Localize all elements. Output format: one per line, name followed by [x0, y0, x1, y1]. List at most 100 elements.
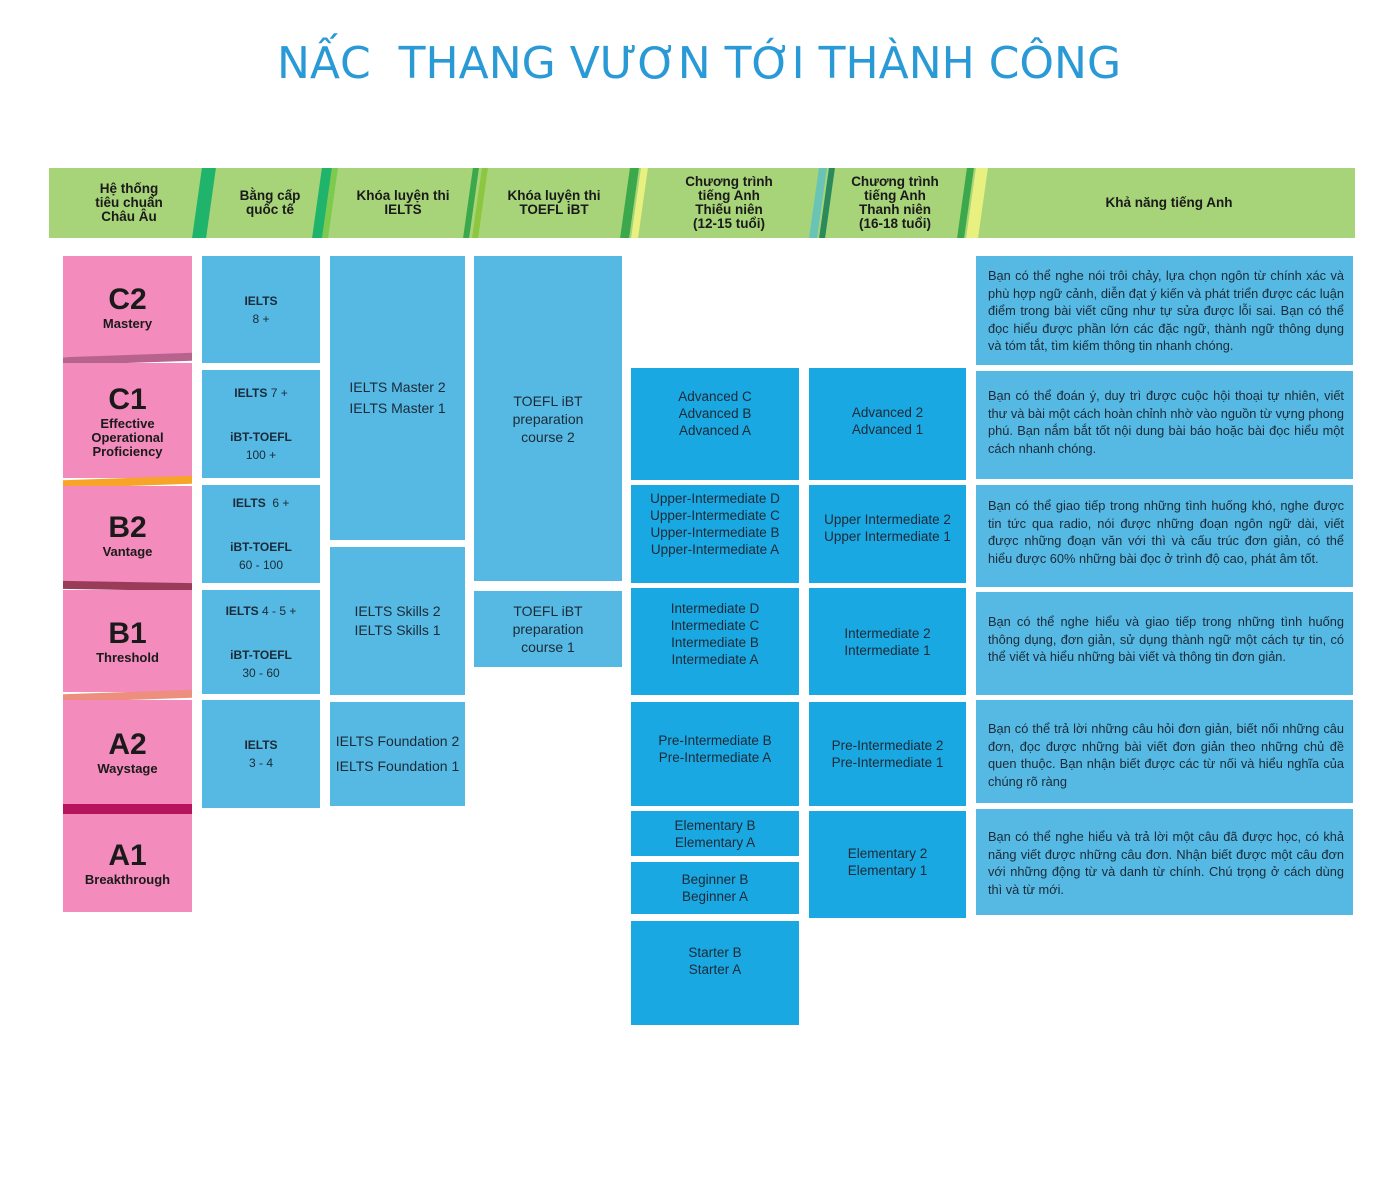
header-line: (16-18 tuổi) [858, 216, 931, 231]
course-line: preparation [512, 621, 584, 637]
header-line: Thiếu niên [695, 202, 763, 217]
course-line: Intermediate C [670, 617, 760, 633]
junior-starter: Starter B Starter A [631, 921, 799, 1025]
header-line: tiêu chuẩn [95, 195, 163, 210]
cert-ielts-value: 3 - 4 [248, 756, 273, 770]
header-line: Hệ thống [99, 181, 159, 196]
junior-upper-intermediate: Upper-Intermediate D Upper-Intermediate … [631, 485, 799, 583]
course-line: Pre-Intermediate 1 [831, 755, 944, 770]
course-line: IELTS Skills 2 [354, 603, 441, 619]
page-title: NẤC THANG VƯƠN TỚI THÀNH CÔNG [276, 38, 1122, 89]
course-line: Pre-Intermediate A [658, 750, 772, 765]
ability-c1: Bạn có thể đoán ý, duy trì được cuộc hội… [976, 371, 1353, 479]
cert-b2: IELTS 6 + iBT-TOEFL 60 - 100 [202, 485, 320, 583]
course-line: TOEFL iBT [513, 603, 583, 619]
cert-ielts-value: 6 + [272, 496, 290, 510]
header-line: TOEFL iBT [519, 202, 589, 217]
level-name: Vantage [102, 544, 153, 559]
course-line: Advanced 2 [851, 405, 924, 420]
level-code: C1 [108, 382, 147, 416]
course-line: Starter A [688, 962, 742, 977]
course-line: Beginner A [681, 889, 749, 904]
level-c2: C2 Mastery [63, 256, 192, 357]
course-line: TOEFL iBT [513, 392, 583, 409]
course-line: IELTS Master 1 [349, 400, 446, 416]
cert-toefl-label: iBT-TOEFL [230, 648, 292, 662]
course-line: IELTS Master 2 [349, 379, 446, 395]
course-line: IELTS Foundation 2 [335, 733, 460, 749]
level-name: Breakthrough [84, 872, 171, 887]
course-line: Pre-Intermediate 2 [831, 738, 944, 753]
course-line: Starter B [688, 945, 742, 960]
course-line: Elementary 2 [847, 845, 928, 861]
course-line: Intermediate D [670, 600, 760, 616]
level-b1: B1 Threshold [63, 590, 192, 692]
cert-c1: IELTS 7 + iBT-TOEFL 100 + [202, 370, 320, 478]
junior-elementary: Elementary B Elementary A [631, 811, 799, 856]
junior-advanced: Advanced C Advanced B Advanced A [631, 368, 799, 480]
cert-ielts-label: IELTS [225, 604, 259, 618]
level-code: A1 [108, 839, 147, 872]
ability-b1: Bạn có thể nghe hiểu và giao tiếp trong … [976, 592, 1353, 695]
course-line: course 1 [521, 639, 575, 655]
cert-a2: IELTS 3 - 4 [202, 700, 320, 808]
course-line: Elementary A [674, 834, 756, 850]
level-name: Mastery [102, 315, 153, 331]
course-line: course 2 [521, 428, 575, 445]
cert-b1: IELTS 4 - 5 + iBT-TOEFL 30 - 60 [202, 590, 320, 694]
course-line: Advanced 1 [851, 422, 924, 437]
course-line: Advanced B [678, 405, 752, 421]
level-code: C2 [108, 282, 147, 316]
header-line: Khả năng tiếng Anh [1105, 195, 1233, 210]
ielts-foundation-course: IELTS Foundation 2 IELTS Foundation 1 [330, 702, 465, 806]
course-line: preparation [512, 410, 584, 427]
cert-ielts-label: IELTS [244, 293, 278, 308]
header-line: quốc tế [245, 202, 294, 217]
course-line: Pre-Intermediate B [658, 733, 772, 748]
cert-ielts-label: IELTS [234, 386, 268, 400]
cert-toefl-value: 100 + [245, 448, 277, 462]
header-english-ability: Khả năng tiếng Anh [983, 168, 1355, 238]
course-line: Advanced A [678, 422, 752, 438]
level-name: Effective Operational Proficiency [91, 415, 164, 459]
course-line: Upper-Intermediate D [650, 491, 780, 506]
course-line: Intermediate B [671, 634, 759, 650]
youth-advanced: Advanced 2 Advanced 1 [809, 368, 966, 480]
course-line: Beginner B [681, 872, 749, 887]
youth-elementary: Elementary 2 Elementary 1 [809, 811, 966, 918]
course-line: Intermediate A [671, 651, 759, 667]
level-code: A2 [108, 728, 147, 761]
header-line: Bằng cấp [239, 188, 301, 203]
course-line: Elementary B [674, 817, 756, 833]
level-c1: C1 Effective Operational Proficiency [63, 363, 192, 478]
header-line: tiếng Anh [864, 188, 926, 203]
header-line: Chương trình [851, 174, 939, 189]
cert-ielts-value: 7 + [270, 386, 288, 400]
course-line: Elementary 1 [847, 862, 928, 878]
cert-ielts-label: IELTS [232, 496, 266, 510]
youth-intermediate: Intermediate 2 Intermediate 1 [809, 588, 966, 695]
cert-ielts-label: IELTS [244, 738, 278, 752]
toefl-course-2: TOEFL iBT preparation course 2 [474, 256, 622, 581]
junior-beginner: Beginner B Beginner A [631, 862, 799, 914]
ielts-master-course: IELTS Master 2 IELTS Master 1 [330, 256, 465, 540]
cert-toefl-value: 30 - 60 [242, 666, 280, 680]
course-line: Upper-Intermediate C [650, 508, 780, 523]
level-code: B2 [108, 511, 147, 544]
header-line: Khóa luyện thi [507, 188, 601, 203]
cert-toefl-label: iBT-TOEFL [230, 540, 292, 554]
cert-toefl-value: 60 - 100 [238, 558, 284, 572]
course-line: Intermediate 2 [844, 625, 931, 641]
cert-ielts-value: 4 - 5 + [262, 604, 297, 618]
junior-pre-intermediate: Pre-Intermediate B Pre-Intermediate A [631, 702, 799, 806]
header-line: tiếng Anh [698, 188, 760, 203]
course-line: IELTS Foundation 1 [335, 758, 460, 774]
ability-b2: Bạn có thể giao tiếp trong những tình hu… [976, 485, 1353, 587]
ability-a2: Bạn có thể trả lời những câu hỏi đơn giả… [976, 700, 1353, 803]
cert-ielts-value: 8 + [252, 311, 270, 326]
level-a2: A2 Waystage [63, 700, 192, 804]
ability-a1: Bạn có thể nghe hiểu và trả lời một câu … [976, 809, 1353, 915]
course-line: Upper-Intermediate A [650, 542, 780, 557]
